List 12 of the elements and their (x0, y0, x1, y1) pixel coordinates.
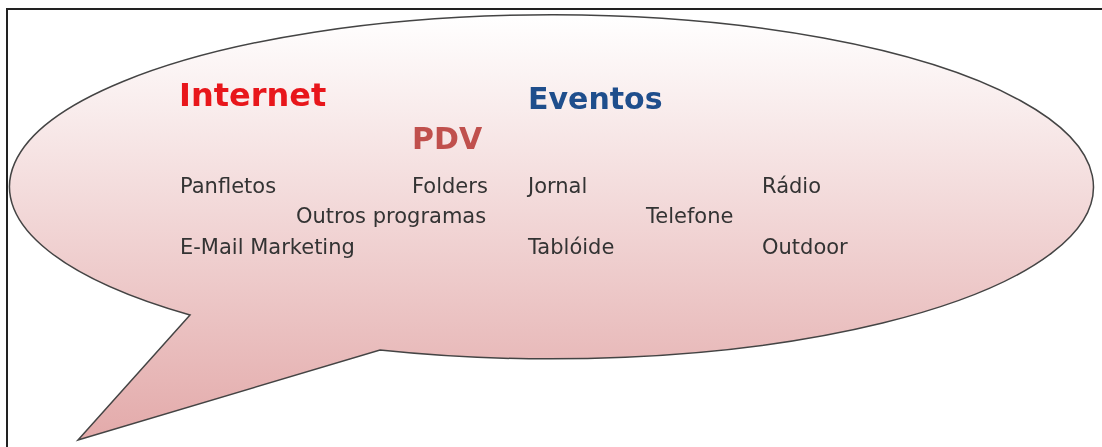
media-label: Folders (412, 175, 488, 199)
media-label: Rádio (762, 175, 821, 199)
media-label: Jornal (528, 175, 588, 199)
media-label: Outdoor (762, 236, 848, 260)
media-label: Outros programas (296, 205, 487, 229)
heading: Internet (179, 78, 327, 114)
media-label: Tablóide (528, 236, 615, 260)
media-label: Telefone (646, 205, 734, 229)
media-label: Panfletos (180, 175, 277, 199)
heading: PDV (412, 122, 483, 155)
media-label: E-Mail Marketing (180, 236, 355, 260)
heading: Eventos (528, 82, 663, 115)
